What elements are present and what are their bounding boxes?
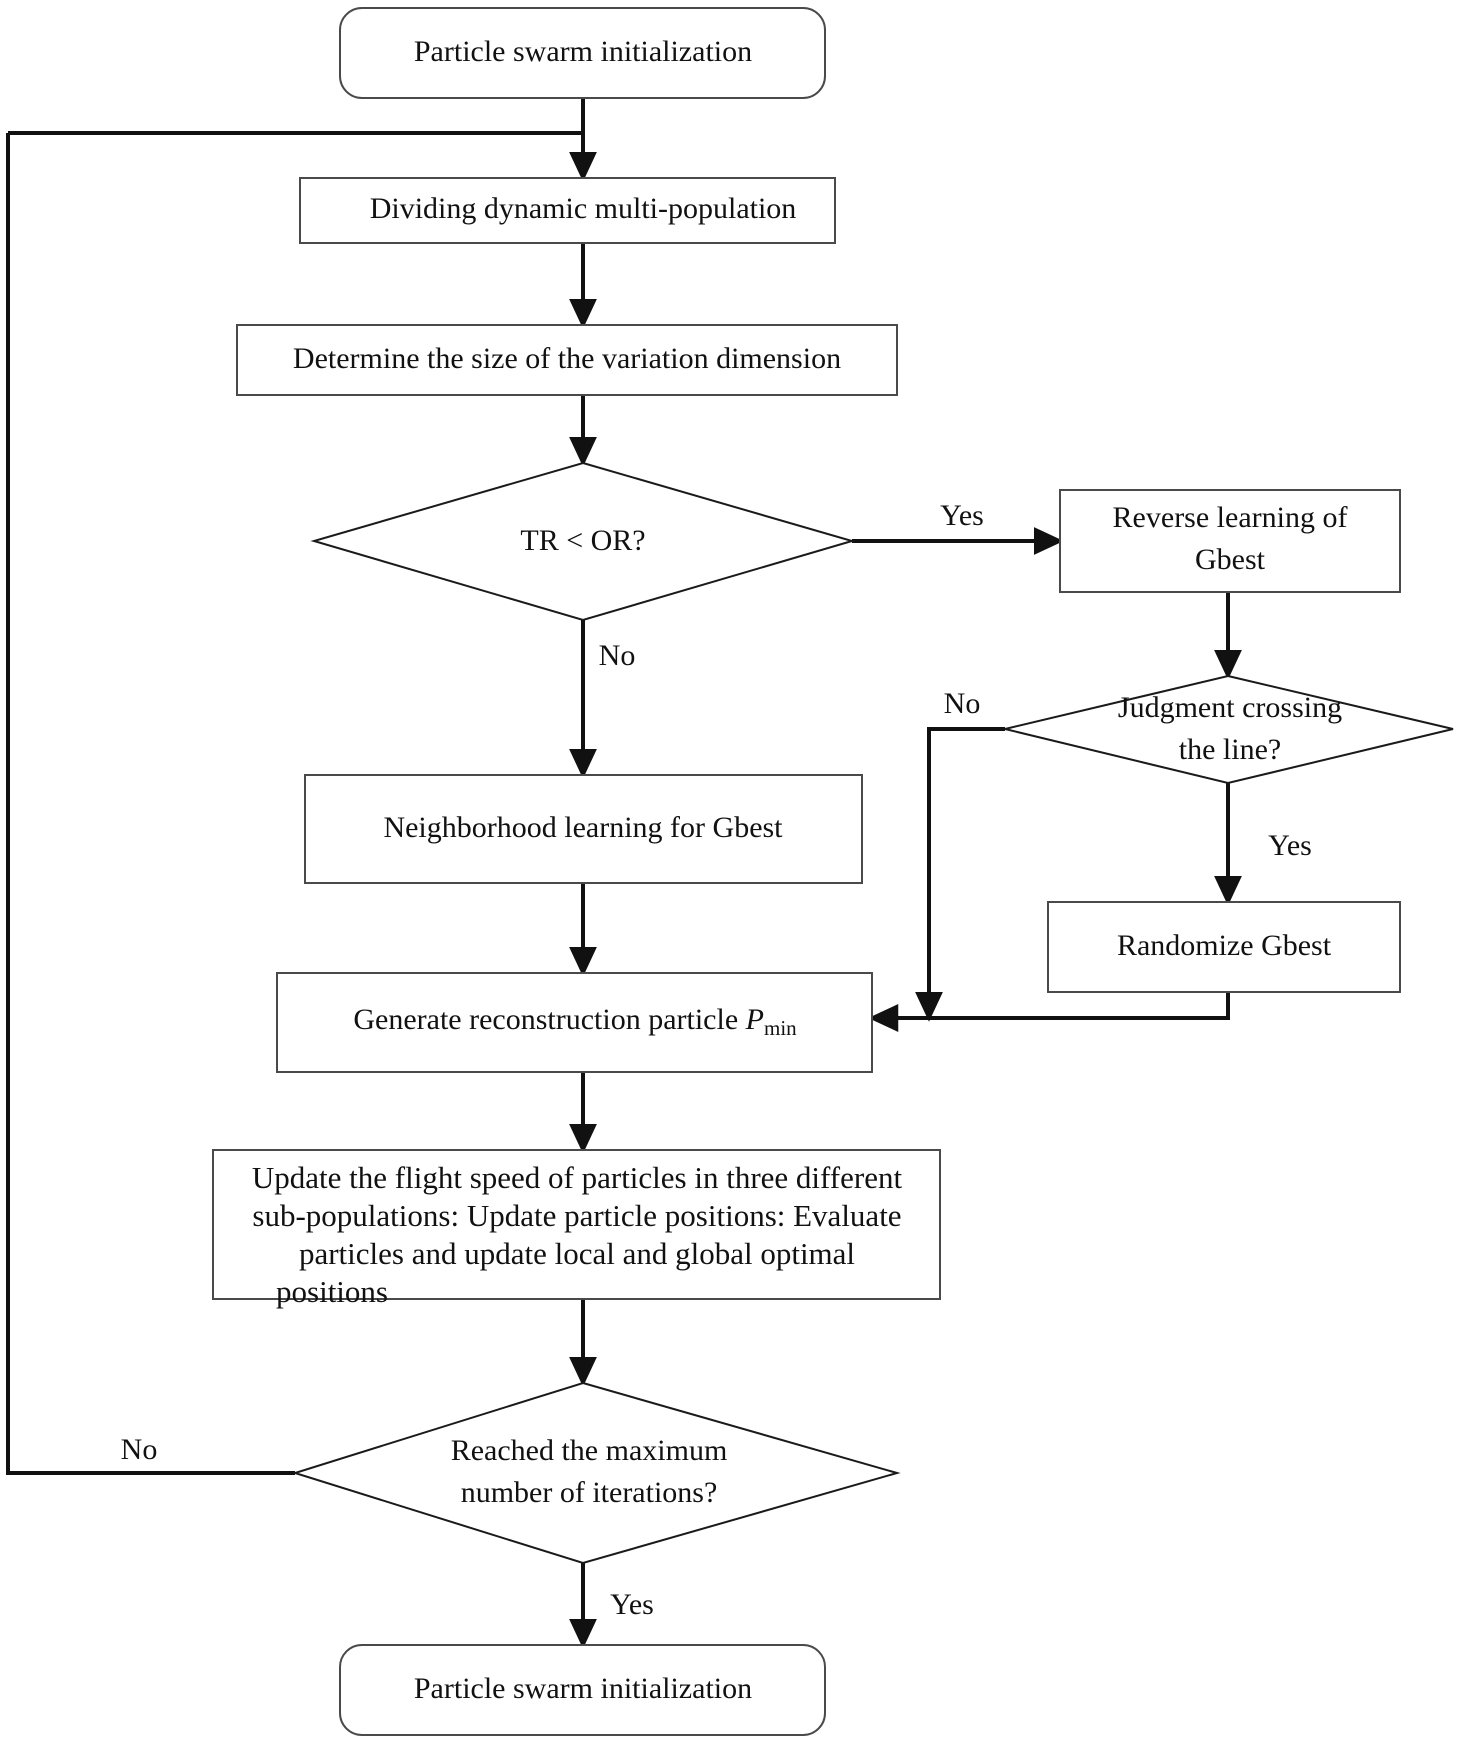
edge-label-judgment-yes: Yes — [1268, 829, 1312, 862]
node-generate-label: Generate reconstruction particle Pmin — [353, 1003, 797, 1040]
node-reached-line1: Reached the maximum — [451, 1434, 728, 1467]
edge-label-judgment-no: No — [944, 687, 981, 720]
node-judgment-line2: the line? — [1179, 733, 1281, 766]
edge-label-tr-or-no: No — [599, 639, 636, 672]
node-neighborhood-label: Neighborhood learning for Gbest — [383, 811, 783, 844]
node-start-label: Particle swarm initialization — [414, 35, 752, 68]
node-update-flight-speed[interactable] — [212, 1149, 941, 1300]
node-update-line1: Update the flight speed of particles in … — [252, 1160, 903, 1195]
node-decision-judgment-crossing[interactable] — [1004, 674, 1454, 785]
node-decision-reached-max-iterations[interactable] — [291, 1381, 901, 1565]
edge-label-tr-or-yes: Yes — [940, 499, 984, 532]
node-generate-reconstruction-particle[interactable] — [276, 972, 873, 1073]
node-randomize-gbest[interactable] — [1047, 901, 1401, 993]
node-neighborhood-learning-gbest[interactable] — [304, 774, 863, 884]
edge-randomize-to-generate — [868, 992, 1230, 1032]
node-update-line2: sub-populations: Update particle positio… — [252, 1198, 901, 1233]
node-judgment-line1: Judgment crossing — [1118, 691, 1342, 724]
edge-reached-no-loopback — [6, 133, 295, 1475]
node-end-label: Particle swarm initialization — [414, 1672, 752, 1705]
node-decision-tr-or-label: TR < OR? — [520, 524, 645, 557]
edge-judgment-no-path — [927, 727, 1005, 1013]
node-generate-prefix: Generate reconstruction particle — [353, 1003, 745, 1036]
node-reverse-learning-line1: Reverse learning of — [1113, 501, 1348, 534]
node-decision-tr-or[interactable] — [310, 461, 856, 622]
node-end[interactable] — [339, 1644, 826, 1736]
node-reached-line2: number of iterations? — [461, 1476, 718, 1509]
node-dividing-dynamic-multi-population[interactable] — [299, 177, 836, 244]
node-start[interactable] — [339, 7, 826, 99]
node-randomize-gbest-label: Randomize Gbest — [1117, 929, 1332, 962]
edge-label-reached-yes: Yes — [610, 1588, 654, 1621]
node-update-line3: particles and update local and global op… — [299, 1236, 855, 1271]
edge-label-reached-no: No — [121, 1433, 158, 1466]
node-reverse-learning-gbest[interactable] — [1059, 489, 1401, 593]
node-update-line4: positions — [276, 1274, 388, 1309]
node-determine-variation-dimension[interactable] — [236, 324, 898, 396]
node-determine-label: Determine the size of the variation dime… — [293, 342, 841, 375]
node-generate-var: P — [745, 1003, 764, 1036]
node-divide-label: Dividing dynamic multi-population — [370, 192, 797, 225]
node-reverse-learning-line2: Gbest — [1195, 543, 1266, 576]
node-generate-sub: min — [764, 1016, 797, 1040]
